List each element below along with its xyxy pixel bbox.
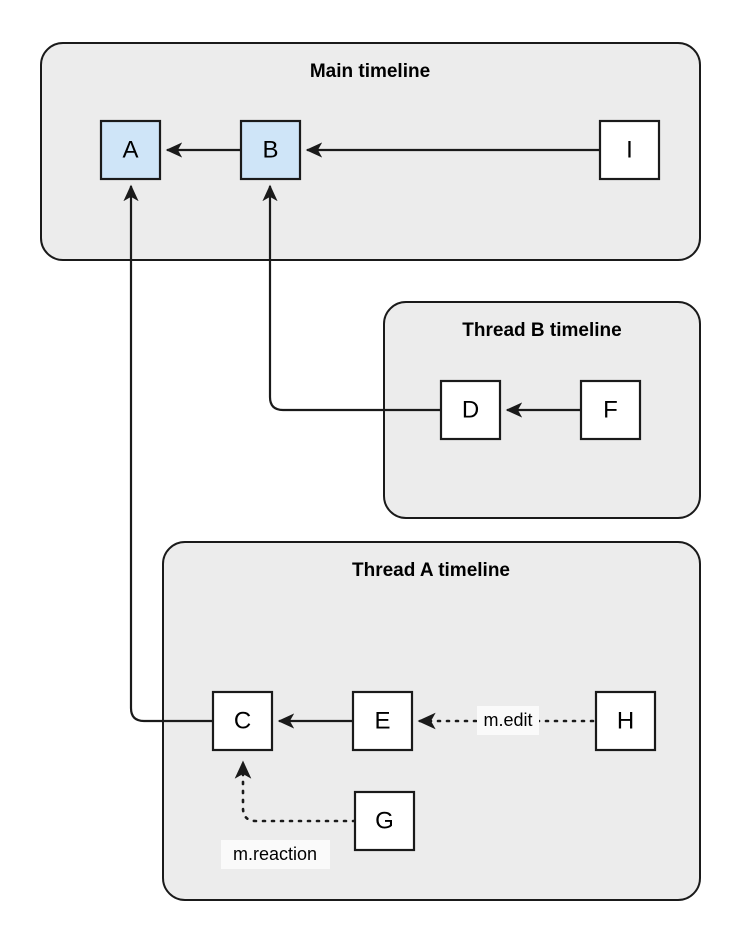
node-d-box[interactable] <box>439 379 502 441</box>
node-a[interactable]: A <box>99 119 162 181</box>
edge-label-m-edit: m.edit <box>477 706 539 735</box>
edge-label-m-edit-text: m.edit <box>483 710 532 730</box>
group-thread-b-timeline-title: Thread B timeline <box>462 320 621 341</box>
node-e-label: E <box>374 707 390 734</box>
edge-g-to-c <box>234 760 357 823</box>
node-e-box[interactable] <box>351 690 414 752</box>
edge-label-m-edit-bg <box>477 706 539 735</box>
node-i-box[interactable] <box>598 119 661 181</box>
edge-c-to-a <box>123 184 213 723</box>
node-c[interactable]: C <box>211 690 274 752</box>
group-main-timeline-box <box>40 42 701 261</box>
edge-label-m-reaction-text: m.reaction <box>233 844 317 864</box>
node-b-label: B <box>262 136 278 163</box>
node-d-label: D <box>462 396 479 423</box>
node-f-box[interactable] <box>579 379 642 441</box>
node-a-label: A <box>122 136 138 163</box>
node-c-label: C <box>234 707 251 734</box>
node-i[interactable]: I <box>598 119 661 181</box>
node-d[interactable]: D <box>439 379 502 441</box>
node-c-box[interactable] <box>211 690 274 752</box>
node-h-label: H <box>617 707 634 734</box>
edge-d-to-b <box>262 184 441 412</box>
node-i-label: I <box>626 136 633 163</box>
node-g[interactable]: G <box>353 790 416 852</box>
edge-label-m-reaction-bg <box>221 840 330 869</box>
node-f-label: F <box>603 396 618 423</box>
node-h-box[interactable] <box>594 690 657 752</box>
group-thread-a-timeline-title: Thread A timeline <box>352 560 510 581</box>
node-g-box[interactable] <box>353 790 416 852</box>
node-g-label: G <box>375 807 394 834</box>
node-a-box[interactable] <box>99 119 162 181</box>
edge-label-m-reaction: m.reaction <box>221 840 330 869</box>
node-b-box[interactable] <box>239 119 302 181</box>
node-b[interactable]: B <box>239 119 302 181</box>
node-f[interactable]: F <box>579 379 642 441</box>
group-main-timeline: Main timeline <box>40 42 701 261</box>
group-main-timeline-title: Main timeline <box>310 61 430 82</box>
node-h[interactable]: H <box>594 690 657 752</box>
node-e[interactable]: E <box>351 690 414 752</box>
